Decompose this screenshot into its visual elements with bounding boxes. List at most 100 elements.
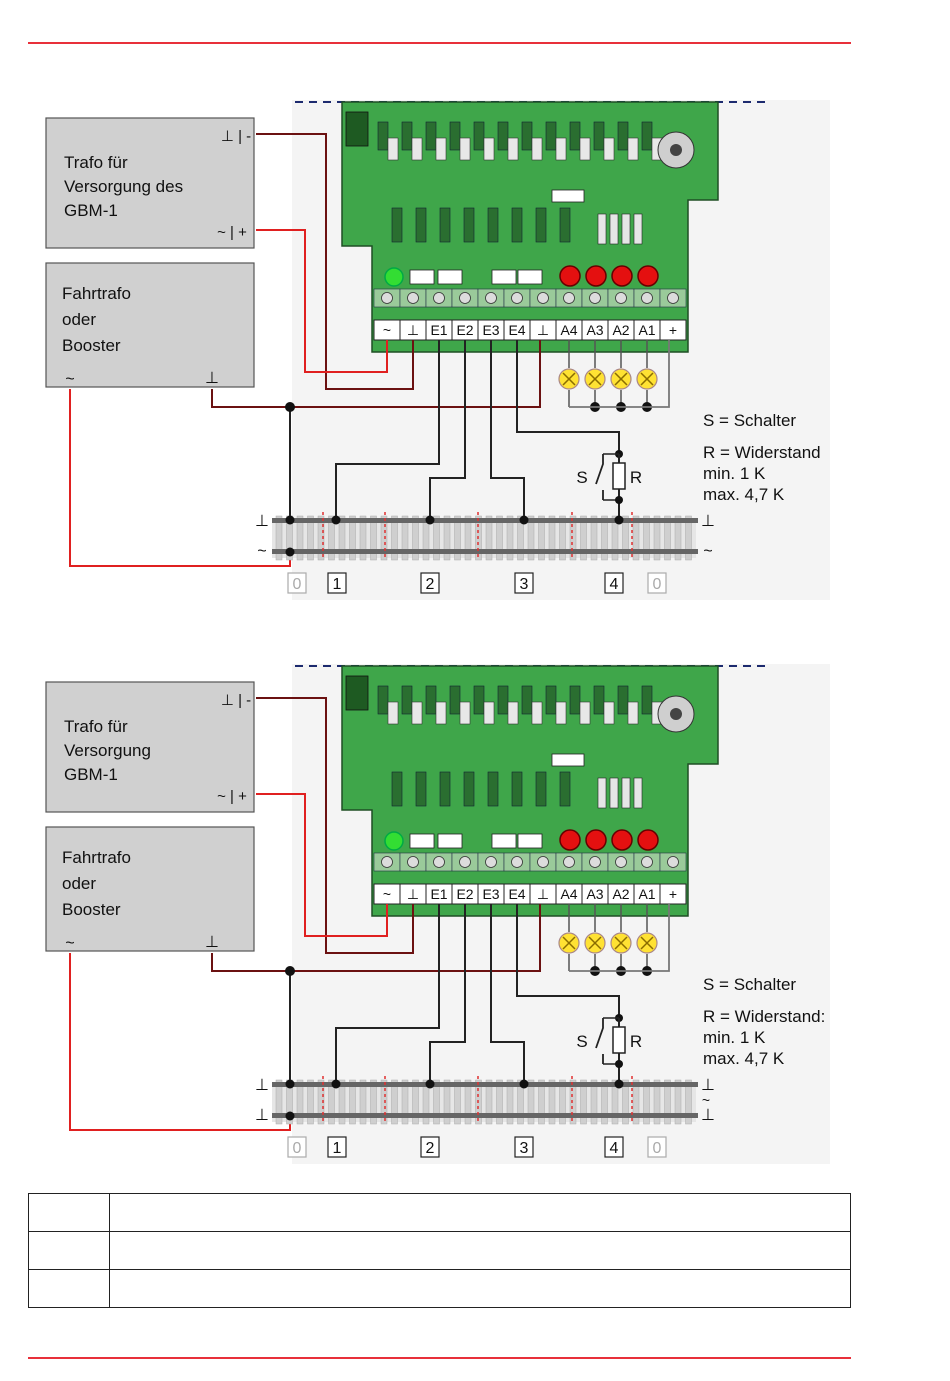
connector-block [437,833,463,849]
resistor-label: R [630,1032,642,1051]
sleeper [538,515,545,561]
resistor-component [633,213,643,245]
rail-bottom [272,1113,698,1118]
wire-booster-ac [69,389,291,567]
sleeper [685,515,692,561]
section-box [514,1136,534,1158]
legend-text: min. 1 K [703,464,766,483]
diode [617,685,629,715]
screw-icon [537,856,549,868]
sleeper [296,1079,304,1125]
diode [641,685,653,715]
track [272,512,698,561]
lamp-cross [640,936,654,950]
pcb-components [345,675,695,809]
screw-icon [407,292,419,304]
sleeper [454,1079,461,1125]
sleeper [506,515,514,561]
terminal-label: E3 [482,886,499,902]
sleeper [569,515,577,561]
rail-symbol: ⊥ [255,1077,269,1094]
terminal-label: A1 [638,886,655,902]
section-box [647,572,667,594]
resistor-component [579,137,591,161]
terminal-label: ⊥ [537,322,549,338]
junction-dot [614,515,624,525]
resistor-component [603,137,615,161]
wire-booster-ground [211,340,541,408]
diode [511,207,523,243]
sleeper [275,515,283,561]
screw-icon [615,292,627,304]
booster-label: Fahrtrafo [62,848,131,867]
potentiometer-knob [670,144,682,156]
diode [425,121,437,151]
diode [569,121,581,151]
resistor-component [507,137,519,161]
legend-text: max. 4,7 K [703,1049,785,1068]
sleeper [653,515,661,561]
power-terminal-ground: ⊥ | - [221,692,251,709]
diode [391,207,403,243]
booster-terminal-ground: ⊥ [205,370,219,387]
section-box [604,1136,624,1158]
top-rule [28,42,851,44]
sleeper [559,1079,566,1125]
wire-power-ac [256,229,388,373]
sleeper [443,515,451,561]
terminal-label: E2 [456,322,473,338]
rail-symbol: ~ [702,1092,710,1108]
section-number: 4 [610,1140,619,1157]
diode [521,685,533,715]
jumper [551,753,585,767]
diode [593,121,605,151]
wire-e3 [490,904,525,1084]
sleeper [548,1079,556,1125]
terminal-label: + [669,886,677,902]
resistor-component [633,777,643,809]
terminal-label: E2 [456,886,473,902]
power-supply-label: Versorgung des [64,177,183,196]
resistor-component [483,701,495,725]
terminal-label: E3 [482,322,499,338]
legend-text: max. 4,7 K [703,485,785,504]
wire-e4 [516,340,620,460]
rail-symbol: ⊥ [701,1107,715,1124]
legend-text: R = Widerstand: [703,1007,825,1026]
diode [473,685,485,715]
wire-e2 [429,340,466,520]
sleeper [517,1079,524,1125]
diode [487,207,499,243]
ic-chip [345,675,369,711]
resistor-component [603,701,615,725]
diode [463,207,475,243]
diode [569,685,581,715]
power-supply-label: Trafo für [64,717,128,736]
wires [69,133,620,567]
sleeper [622,515,629,561]
booster-label: Fahrtrafo [62,284,131,303]
sleeper [370,1079,377,1125]
sleeper [464,515,472,561]
lamp-cross [588,372,602,386]
screw-icon [563,292,575,304]
sleeper [433,1079,440,1125]
wire-power-ground [256,133,414,390]
rail-symbol: ⊥ [255,513,269,530]
switch-icon [595,454,604,500]
junction-dot [331,515,341,525]
resistor-component [597,213,607,245]
sleeper [485,1079,493,1125]
wire-e4 [516,904,620,1024]
rail-symbol: ⊥ [701,1077,715,1094]
diode [425,685,437,715]
resistor-component [621,213,631,245]
resistor-component [621,777,631,809]
connector-block [517,269,543,285]
terminal-label: ⊥ [407,322,419,338]
diode [593,685,605,715]
legend-text: R = Widerstand [703,443,821,462]
sleeper [317,515,325,561]
junction-dot [615,496,623,504]
